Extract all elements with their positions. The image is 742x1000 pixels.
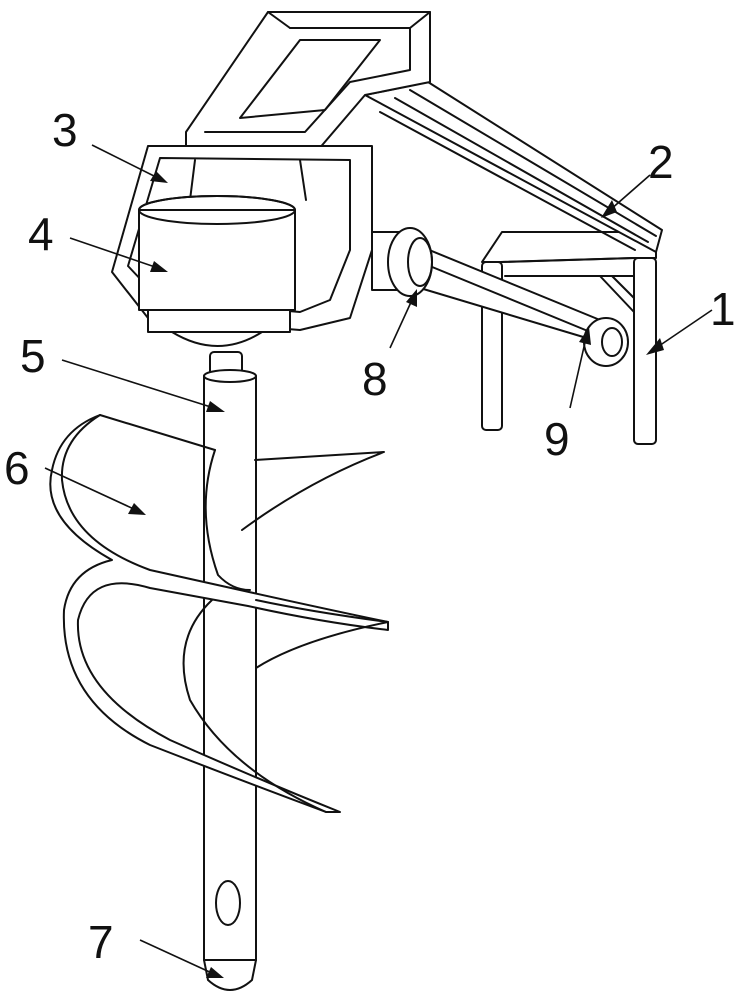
- callout-4: 4: [28, 208, 54, 260]
- drill-shaft: [203, 369, 257, 961]
- callout-1: 1: [710, 283, 736, 335]
- callout-7: 7: [88, 916, 114, 968]
- callout-6: 6: [4, 442, 30, 494]
- helical-blade: [49, 414, 389, 813]
- callout-5: 5: [20, 330, 46, 382]
- top-bracket: [185, 11, 431, 151]
- callout-8: 8: [362, 353, 388, 405]
- callout-labels: 1 2 3 4 5 6 7 8 9: [4, 104, 736, 968]
- callout-2: 2: [648, 136, 674, 188]
- callout-3: 3: [52, 104, 78, 156]
- leaders: [44, 144, 713, 978]
- drill-tip: [203, 959, 257, 991]
- motor: [138, 195, 296, 379]
- inclined-beam: [364, 81, 663, 253]
- swing-arm: [371, 227, 629, 367]
- callout-9: 9: [544, 413, 570, 465]
